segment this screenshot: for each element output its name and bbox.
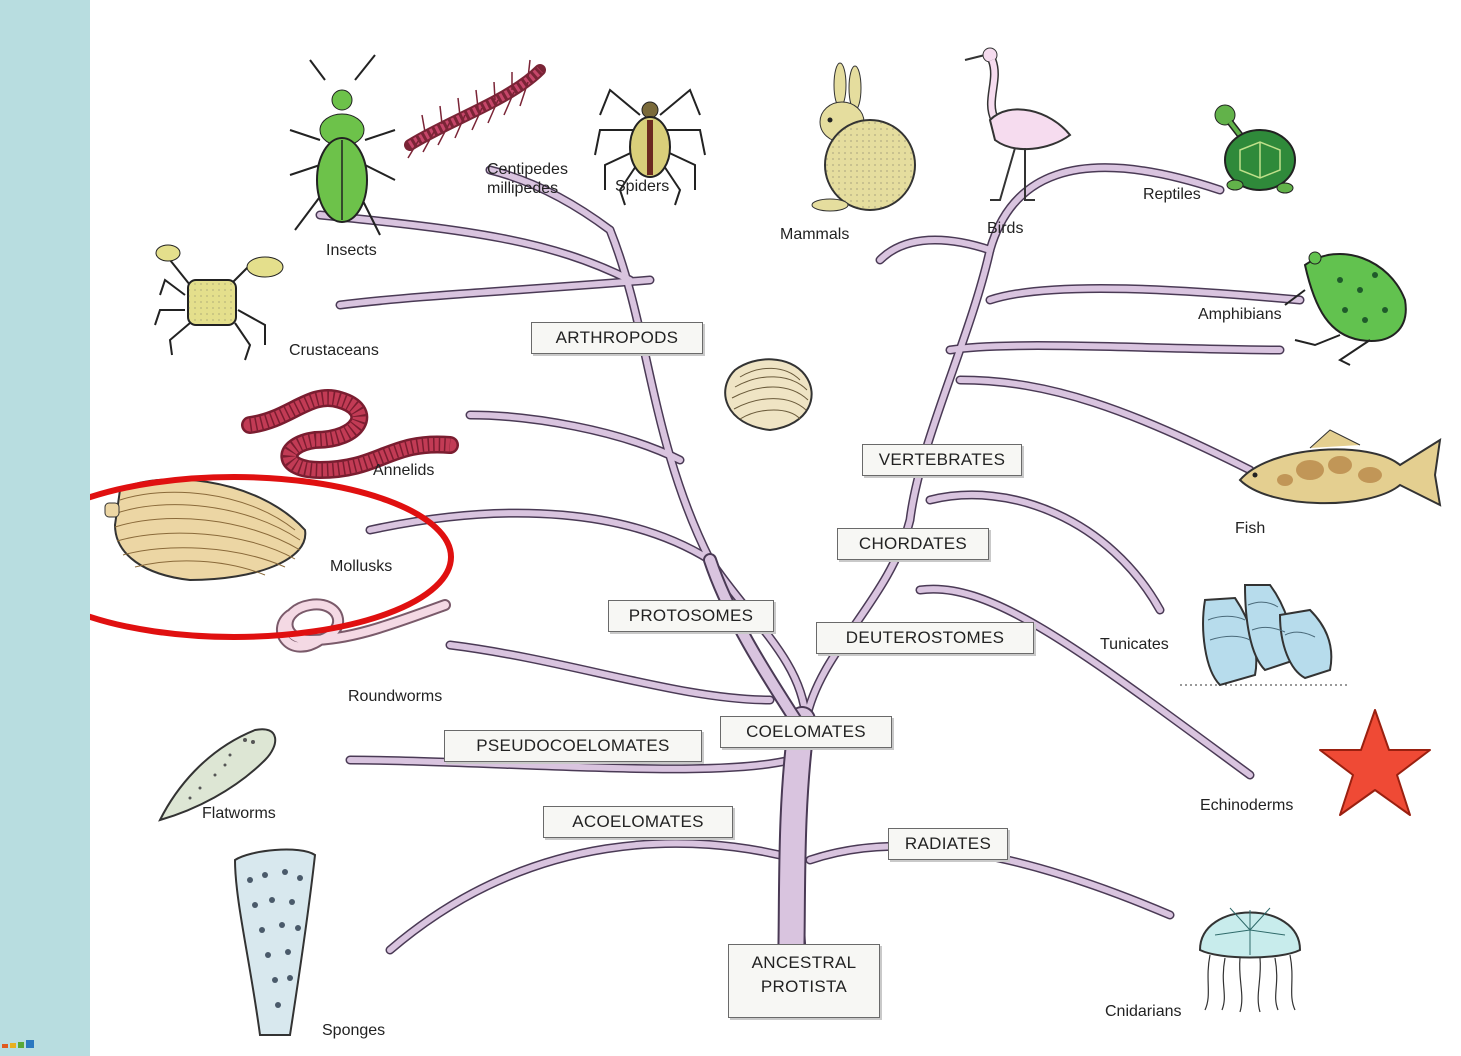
clam-shell-icon — [725, 359, 811, 430]
fish-icon — [1240, 430, 1440, 505]
leaf-annelids: Annelids — [373, 462, 434, 480]
leaf-cnidarians: Cnidarians — [1105, 1003, 1181, 1021]
sponge-icon — [235, 850, 315, 1035]
earthworm-icon — [250, 398, 450, 470]
leaf-roundworms: Roundworms — [348, 688, 442, 706]
leaf-echinoderms: Echinoderms — [1200, 797, 1293, 815]
tree-branches — [320, 168, 1300, 1000]
leaf-centipedes-line1: Centipedes — [487, 160, 568, 179]
leaf-flatworms: Flatworms — [202, 805, 276, 823]
beetle-icon — [290, 55, 395, 235]
label-pseudocoelomates: PSEUDOCOELOMATES — [444, 730, 702, 762]
frog-icon — [1285, 252, 1406, 365]
leaf-centipedes-line2: millipedes — [487, 179, 568, 198]
turtle-icon — [1215, 105, 1295, 193]
rabbit-icon — [812, 63, 915, 211]
mollusk-shell-icon — [105, 479, 305, 580]
label-chordates: CHORDATES — [837, 528, 989, 560]
label-coelomates: COELOMATES — [720, 716, 892, 748]
leaf-sponges: Sponges — [322, 1022, 385, 1040]
leaf-mammals: Mammals — [780, 226, 849, 244]
label-acoelomates: ACOELOMATES — [543, 806, 733, 838]
starfish-icon — [1320, 710, 1430, 815]
roundworm-icon — [282, 604, 445, 646]
leaf-spiders: Spiders — [615, 178, 669, 196]
logo-icon — [2, 1040, 36, 1050]
leaf-birds: Birds — [987, 220, 1023, 238]
label-radiates: RADIATES — [888, 828, 1008, 860]
diagram-canvas: ARTHROPODS VERTEBRATES CHORDATES PROTOSO… — [90, 0, 1461, 1056]
label-ancestral-protista: ANCESTRAL PROTISTA — [728, 944, 880, 1018]
leaf-reptiles: Reptiles — [1143, 186, 1201, 204]
label-ancestral-line1: ANCESTRAL — [729, 951, 879, 975]
label-vertebrates: VERTEBRATES — [862, 444, 1022, 476]
tunicate-icon — [1180, 585, 1350, 685]
centipede-icon — [408, 60, 540, 158]
crab-icon — [155, 245, 283, 360]
leaf-crustaceans: Crustaceans — [289, 342, 379, 360]
label-arthropods: ARTHROPODS — [531, 322, 703, 354]
leaf-centipedes: Centipedes millipedes — [487, 160, 568, 198]
label-ancestral-line2: PROTISTA — [729, 975, 879, 999]
leaf-mollusks: Mollusks — [330, 558, 392, 576]
label-protosomes: PROTOSOMES — [608, 600, 774, 632]
jellyfish-icon — [1200, 908, 1300, 1012]
label-deuterostomes: DEUTEROSTOMES — [816, 622, 1034, 654]
leaf-fish: Fish — [1235, 520, 1265, 538]
leaf-insects: Insects — [326, 242, 377, 260]
leaf-amphibians: Amphibians — [1198, 306, 1282, 324]
leaf-tunicates: Tunicates — [1100, 636, 1169, 654]
